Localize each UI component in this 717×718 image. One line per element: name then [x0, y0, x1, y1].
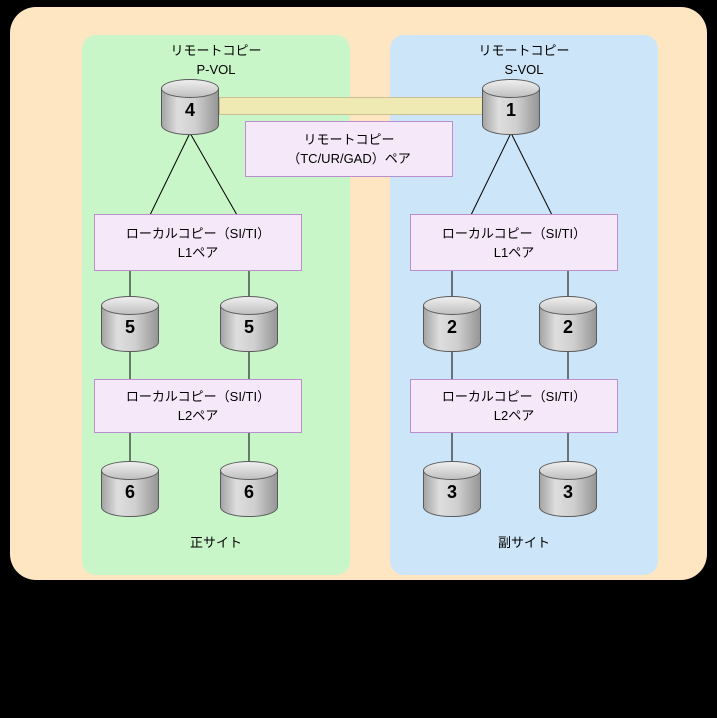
secondary-l2-label-line1: ローカルコピー（SI/TI） — [441, 389, 587, 404]
cylinder-top — [539, 461, 597, 480]
volume-primary-l2-a: 6 — [101, 461, 159, 518]
secondary-title-line2: S-VOL — [504, 62, 544, 77]
remote-pair-label-line2: （TC/UR/GAD）ペア — [287, 151, 411, 166]
volume-number: 2 — [562, 317, 573, 337]
volume-primary-l2-b: 6 — [220, 461, 278, 518]
remote-copy-link — [219, 97, 486, 115]
remote-pair-label: リモートコピー （TC/UR/GAD）ペア — [245, 121, 453, 177]
cylinder-top — [539, 296, 597, 315]
volume-secondary-l1-b: 2 — [539, 296, 597, 353]
primary-l1-label-line1: ローカルコピー（SI/TI） — [125, 225, 271, 241]
remote-pair-label-line1: リモートコピー — [303, 132, 395, 147]
cylinder-top — [161, 79, 219, 98]
secondary-panel-title: リモートコピー S-VOL — [390, 41, 658, 79]
cylinder-top — [101, 296, 159, 315]
volume-svol: 1 — [482, 79, 540, 136]
primary-l2-pair-label: ローカルコピー（SI/TI） L2ペア — [94, 379, 302, 433]
volume-number: 3 — [562, 482, 573, 502]
primary-panel-title: リモートコピー P-VOL — [82, 41, 350, 79]
volume-number: 6 — [124, 482, 135, 502]
primary-title-line2: P-VOL — [196, 62, 236, 77]
volume-number: 4 — [184, 100, 195, 120]
volume-number: 1 — [505, 100, 516, 120]
volume-number: 5 — [243, 317, 254, 337]
primary-l2-label-line1: ローカルコピー（SI/TI） — [125, 389, 271, 404]
primary-l1-pair-label: ローカルコピー（SI/TI） L1ペア — [94, 214, 302, 271]
volume-secondary-l1-a: 2 — [423, 296, 481, 353]
volume-primary-l1-b: 5 — [220, 296, 278, 353]
secondary-l1-label-line1: ローカルコピー（SI/TI） — [441, 225, 587, 241]
volume-primary-l1-a: 5 — [101, 296, 159, 353]
secondary-l2-pair-label: ローカルコピー（SI/TI） L2ペア — [410, 379, 618, 433]
primary-l1-label-line2: L1ペア — [177, 244, 219, 260]
cylinder-top — [482, 79, 540, 98]
secondary-l1-pair-label: ローカルコピー（SI/TI） L1ペア — [410, 214, 618, 271]
volume-number: 3 — [446, 482, 457, 502]
secondary-l2-label-line2: L2ペア — [493, 408, 535, 423]
cylinder-top — [101, 461, 159, 480]
volume-number: 5 — [124, 317, 135, 337]
secondary-title-line1: リモートコピー — [478, 43, 570, 58]
primary-l2-label-line2: L2ペア — [177, 408, 219, 423]
secondary-site-label: 副サイト — [497, 535, 550, 550]
secondary-l1-label-line2: L1ペア — [493, 244, 535, 260]
volume-number: 2 — [446, 317, 457, 337]
primary-title-line1: リモートコピー — [170, 43, 262, 58]
cylinder-top — [423, 461, 481, 480]
volume-pvol: 4 — [161, 79, 219, 136]
cylinder-top — [220, 296, 278, 315]
primary-site-label: 正サイト — [189, 535, 242, 550]
cylinder-top — [423, 296, 481, 315]
cylinder-top — [220, 461, 278, 480]
volume-number: 6 — [243, 482, 254, 502]
volume-secondary-l2-a: 3 — [423, 461, 481, 518]
volume-secondary-l2-b: 3 — [539, 461, 597, 518]
